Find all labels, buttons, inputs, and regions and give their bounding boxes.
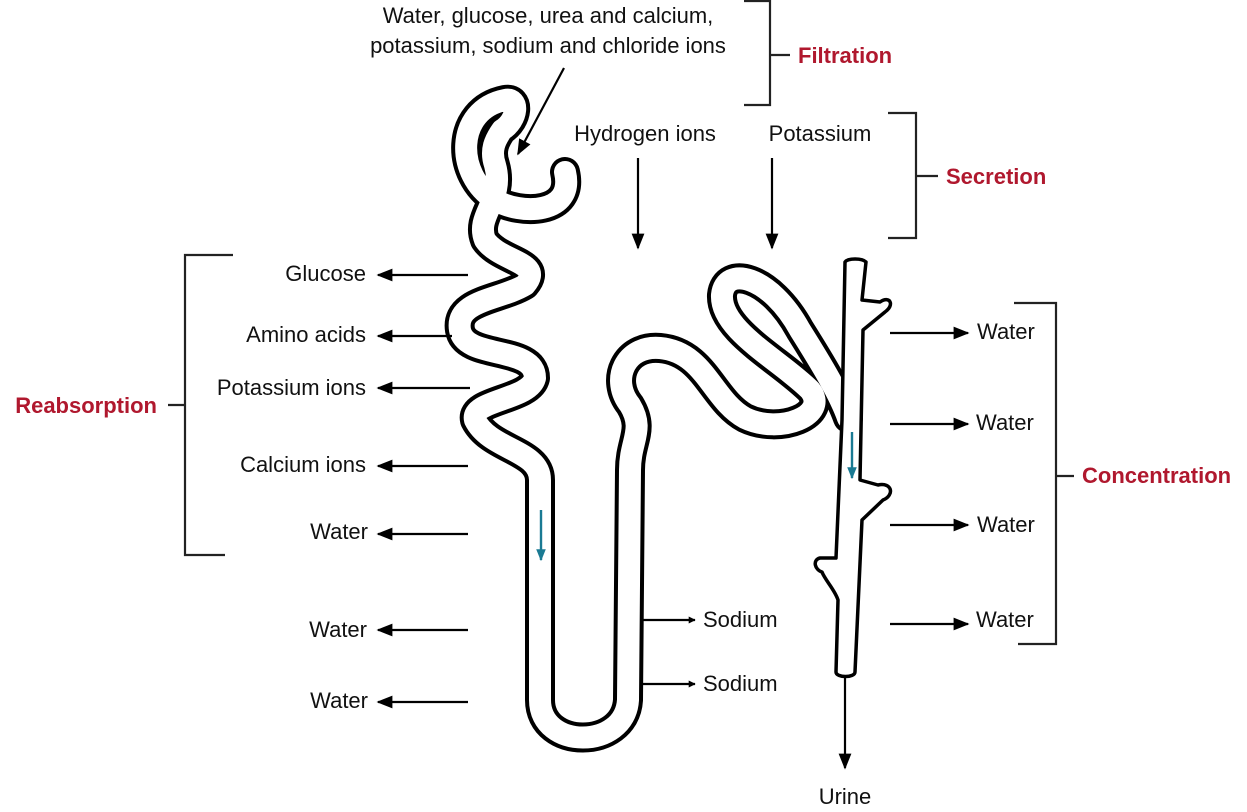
urine-output-group: Urine xyxy=(819,678,872,809)
loop-ascending-sodium-1: Sodium xyxy=(703,607,778,632)
concentration-label: Concentration xyxy=(1082,463,1231,488)
loop-ascending-sodium-2: Sodium xyxy=(703,671,778,696)
reabsorption-item-potassium-ions: Potassium ions xyxy=(217,375,366,400)
secretion-bracket xyxy=(888,111,938,240)
secretion-item-potassium: Potassium xyxy=(769,121,872,146)
secretion-label: Secretion xyxy=(946,164,1046,189)
secretion-item-hydrogen-ions: Hydrogen ions xyxy=(574,121,716,146)
filtration-bracket xyxy=(744,0,790,107)
collecting-duct xyxy=(813,257,893,679)
reabsorption-item-amino-acids: Amino acids xyxy=(246,322,366,347)
loop-descending-water-2: Water xyxy=(310,688,368,713)
reabsorption-item-glucose: Glucose xyxy=(285,261,366,286)
loop-group: Water Water Sodium Sodium xyxy=(309,607,777,713)
filtration-label: Filtration xyxy=(798,43,892,68)
filtration-substances-line1: Water, glucose, urea and calcium, xyxy=(383,3,714,28)
secretion-group: Hydrogen ions Potassium Secretion xyxy=(574,111,1046,250)
reabsorption-group: Glucose Amino acids Potassium ions Calci… xyxy=(15,253,470,557)
concentration-bracket xyxy=(1014,301,1074,646)
urine-label: Urine xyxy=(819,784,872,809)
reabsorption-item-water: Water xyxy=(310,519,368,544)
concentration-item-water-3: Water xyxy=(977,512,1035,537)
nephron-tubule xyxy=(444,84,863,753)
loop-descending-water-1: Water xyxy=(309,617,367,642)
concentration-item-water-1: Water xyxy=(977,319,1035,344)
reabsorption-item-calcium-ions: Calcium ions xyxy=(240,452,366,477)
filtration-arrow xyxy=(517,67,565,156)
concentration-item-water-2: Water xyxy=(976,410,1034,435)
reabsorption-bracket xyxy=(168,253,233,557)
filtration-substances-line2: potassium, sodium and chloride ions xyxy=(370,33,726,58)
concentration-group: Water Water Water Water Concentration xyxy=(890,301,1231,646)
concentration-item-water-4: Water xyxy=(976,607,1034,632)
filtration-group: Water, glucose, urea and calcium, potass… xyxy=(370,0,892,156)
reabsorption-label: Reabsorption xyxy=(15,393,157,418)
